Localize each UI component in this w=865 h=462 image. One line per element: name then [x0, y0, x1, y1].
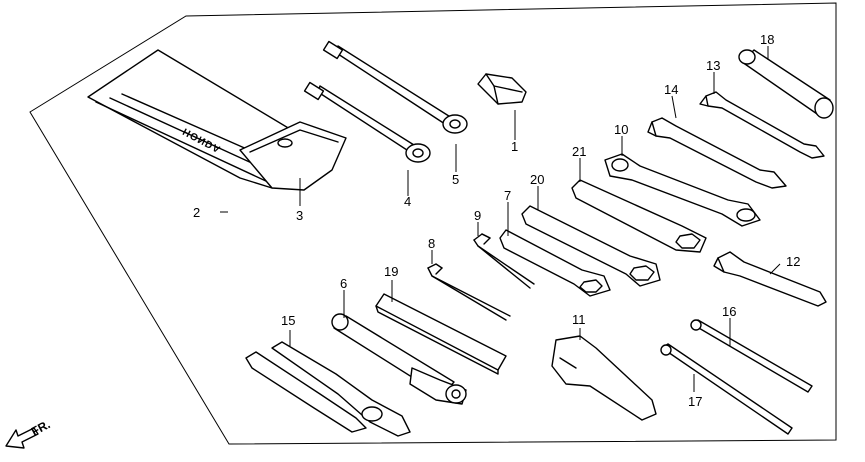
hex-wrench-7 — [499, 229, 611, 297]
hex-key-8 — [427, 263, 511, 321]
callout-16: 16 — [722, 304, 736, 319]
box-socket-6 — [331, 313, 467, 405]
callout-10: 10 — [614, 122, 628, 137]
callout-3: 3 — [296, 208, 303, 223]
callout-17: 17 — [688, 394, 702, 409]
spark-plug-socket — [738, 49, 834, 119]
screwdriver-handle-19 — [375, 293, 507, 375]
open-wrench-14 — [647, 117, 787, 189]
callout-4: 4 — [404, 194, 411, 209]
extension-bar-4 — [303, 81, 431, 163]
box-wrench-10 — [604, 153, 761, 227]
callout-5: 5 — [452, 172, 459, 187]
callout-7: 7 — [504, 188, 511, 203]
bag-flap — [239, 121, 347, 191]
callout-18: 18 — [760, 32, 774, 47]
socket-bit — [477, 73, 527, 105]
screwdriver-17 — [660, 343, 793, 435]
callout-2: 2 — [193, 205, 200, 220]
callout-9: 9 — [474, 208, 481, 223]
open-wrench-13 — [699, 91, 825, 159]
hex-key-9 — [473, 233, 535, 289]
callout-12: 12 — [786, 254, 800, 269]
callout-8: 8 — [428, 236, 435, 251]
callout-19: 19 — [384, 264, 398, 279]
diagram-frame — [29, 2, 837, 445]
spanner-12 — [713, 251, 827, 307]
callout-11: 11 — [572, 312, 586, 327]
callout-21: 21 — [572, 144, 586, 159]
callout-1: 1 — [511, 139, 518, 154]
callout-6: 6 — [340, 276, 347, 291]
hex-wrench-21 — [571, 179, 707, 253]
hex-wrench-20 — [521, 205, 661, 287]
front-direction-indicator: FR. — [5, 417, 52, 449]
pliers-15 — [245, 341, 411, 437]
leader-lines — [220, 46, 781, 392]
callout-13: 13 — [706, 58, 720, 73]
front-arrow-icon — [5, 427, 39, 449]
callout-14: 14 — [664, 82, 678, 97]
callout-15: 15 — [281, 313, 295, 328]
part-callouts: 1 2 3 4 5 6 7 8 9 10 11 12 13 14 15 16 1… — [193, 32, 800, 409]
screwdriver-16 — [690, 319, 813, 393]
extension-bar-5 — [322, 40, 468, 134]
hook-spanner-11 — [551, 335, 657, 421]
callout-20: 20 — [530, 172, 544, 187]
